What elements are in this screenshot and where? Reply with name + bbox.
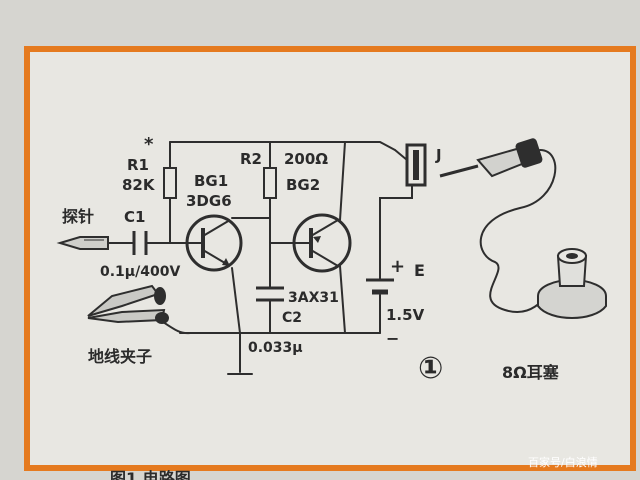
- earbud-icon: [537, 248, 607, 319]
- figure-number-label: ①: [418, 351, 443, 386]
- probe-icon: [56, 236, 109, 250]
- resistor-r2: [263, 167, 277, 199]
- bg2-label: BG2: [286, 176, 320, 194]
- earphone-cord-wire: [479, 149, 557, 313]
- bg2-type-label: 3AX31: [288, 290, 339, 306]
- r2-label: R2: [240, 150, 262, 168]
- top-rail-wire: [169, 141, 396, 151]
- earphone-label: 8Ω耳塞: [502, 363, 560, 382]
- battery-value-label: 1.5V: [386, 306, 425, 324]
- r1-value-label: 82K: [122, 176, 156, 194]
- r2-value-label: 200Ω: [284, 150, 328, 168]
- c2-value-label: 0.033μ: [248, 340, 303, 356]
- bg1-type-label: 3DG6: [186, 192, 232, 210]
- battery-top-wire: [379, 179, 413, 281]
- jack-j: [394, 143, 427, 187]
- r1-star-label: *: [144, 134, 154, 155]
- battery-minus-label: −: [386, 329, 399, 348]
- battery-plus-label: +: [390, 256, 405, 277]
- c1-label: C1: [124, 208, 145, 226]
- probe-label: 探针: [62, 207, 94, 226]
- alligator-clip-icon: [87, 284, 169, 324]
- transistor-bg2: [292, 213, 352, 273]
- paper-area: [30, 52, 630, 466]
- watermark-text: 百家号/白浪情: [528, 455, 598, 469]
- capacitor-c1: [132, 231, 148, 255]
- r1-label: R1: [127, 156, 149, 174]
- capacitor-c2: [256, 286, 284, 302]
- bg1-collector-wire: [231, 217, 299, 244]
- orange-frame: [24, 46, 636, 471]
- earphone-plug-icon: [439, 138, 543, 178]
- resistor-r1: [163, 167, 177, 199]
- battery-e: [366, 278, 394, 295]
- jack-label: J: [435, 146, 442, 164]
- bg1-label: BG1: [194, 172, 228, 190]
- battery-label: E: [414, 261, 425, 280]
- c1-value-label: 0.1μ/400V: [100, 264, 180, 280]
- bg2-collector-wire: [339, 265, 346, 334]
- transistor-bg1: [185, 214, 243, 272]
- circuit-wires: [105, 141, 413, 375]
- c2-label: C2: [282, 310, 302, 326]
- bg2-emitter-wire: [339, 141, 346, 221]
- figure-caption-partial: 图1 电路图: [110, 469, 191, 480]
- ground-clip-label: 地线夹子: [88, 347, 152, 366]
